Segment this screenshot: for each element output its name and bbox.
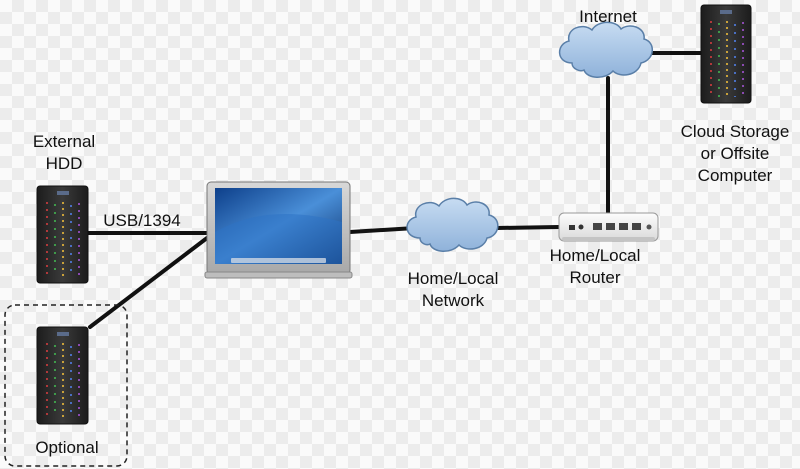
- link-optional-laptop: [88, 236, 209, 329]
- optional-dashed-box: [4, 304, 128, 467]
- home-network-label: Home/Local Network: [395, 268, 511, 312]
- connections: [86, 51, 703, 329]
- cloud-storage-line-3: Computer: [697, 166, 773, 185]
- cloud-icon: [558, 21, 653, 78]
- optional-label-text: Optional: [35, 438, 99, 457]
- laptop-icon: [204, 181, 353, 279]
- hard-drive-icon: [36, 326, 89, 425]
- optional-label: Optional: [22, 437, 112, 459]
- usb-label-text: USB/1394: [103, 211, 181, 230]
- link-network-router: [495, 225, 561, 230]
- external-hdd-label: External HDD: [24, 131, 104, 175]
- internet-label: Internet: [570, 6, 646, 28]
- home-network-line-2: Network: [421, 291, 485, 310]
- cloud-storage-line-2: or Offsite: [700, 144, 770, 163]
- usb-label: USB/1394: [94, 210, 190, 232]
- home-router-line-2: Router: [569, 268, 621, 287]
- cloud-storage-label: Cloud Storage or Offsite Computer: [670, 121, 800, 187]
- link-laptop-network: [348, 226, 417, 234]
- external-hdd-line-2: HDD: [45, 154, 83, 173]
- cloud-icon: [406, 197, 499, 252]
- internet-label-text: Internet: [579, 7, 637, 26]
- hard-drive-icon: [36, 185, 89, 284]
- external-hdd-line-1: External: [32, 132, 96, 151]
- cloud-storage-line-1: Cloud Storage: [680, 122, 790, 141]
- home-router-line-1: Home/Local: [549, 246, 641, 265]
- home-router-label: Home/Local Router: [536, 245, 654, 289]
- home-network-line-1: Home/Local: [407, 269, 499, 288]
- router-icon: [558, 212, 659, 242]
- server-tower-icon: [700, 4, 752, 104]
